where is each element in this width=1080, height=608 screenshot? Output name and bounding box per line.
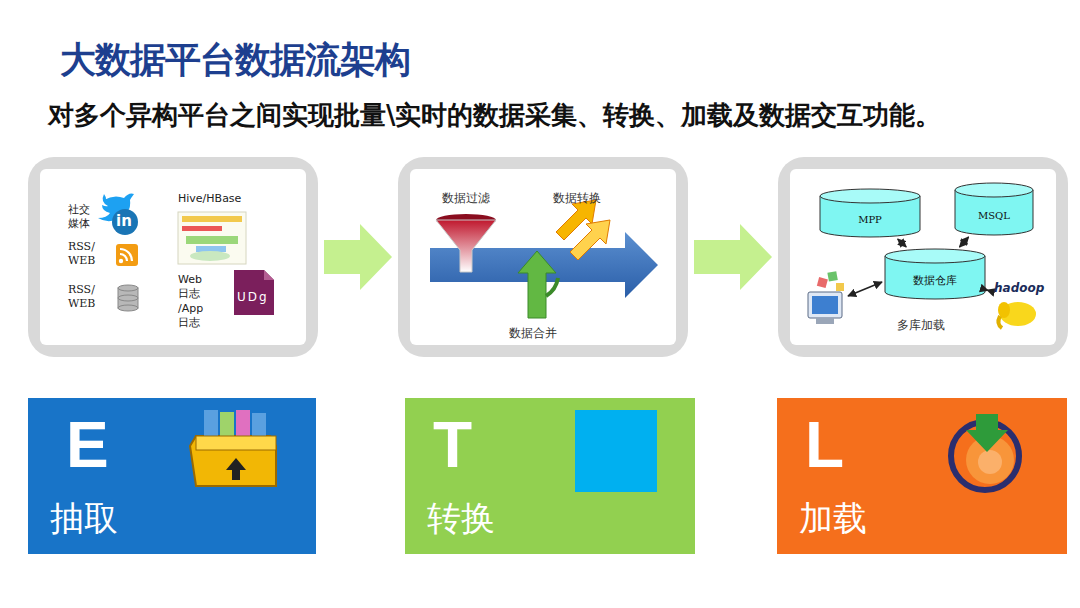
node-text: 抽取 — [50, 496, 118, 542]
subtitle: 对多个异构平台之间实现批量\实时的数据采集、转换、加载及数据交互功能。 — [48, 98, 942, 133]
node-text: 多库加载 — [897, 317, 945, 334]
node-text: 数据过滤 — [442, 190, 490, 207]
icon-text: UDg — [237, 290, 269, 304]
text-slot: RSS/ WEB — [68, 240, 95, 268]
text-slot: 抽取 — [50, 496, 118, 542]
text-slot: RSS/ WEB — [68, 283, 95, 311]
text-slot: E — [66, 408, 109, 482]
node-text: 数据合并 — [509, 325, 557, 342]
database-cylinder: MPP — [820, 189, 920, 237]
hadoop-logo: hadoop — [990, 279, 1054, 323]
text-slot: 社交媒体 — [68, 203, 91, 231]
connector-arrow — [987, 289, 988, 291]
node-text: 社交媒体 — [68, 203, 91, 231]
node-text: 转换 — [427, 496, 495, 542]
database-cylinder: MSQL — [955, 183, 1033, 235]
node-text: RSS/ WEB — [68, 240, 95, 268]
source-panel: 社交媒体 RSS/ WEB RSS/ WEB Hive/HBaseWeb日志 /App… — [28, 157, 318, 357]
node-text: MSQL — [978, 210, 1010, 221]
text-slot: T — [433, 408, 472, 482]
load-panel: 多库加载 MPP MSQL 数据仓库 hadoop — [778, 157, 1068, 357]
flow-arrow — [694, 224, 772, 290]
node-text: 加载 — [799, 496, 867, 542]
text-slot: 数据过滤 — [442, 190, 490, 207]
text-slot: UDg — [237, 290, 269, 304]
transform-panel: 数据过滤 数据转换数据合并 — [398, 157, 688, 357]
icon-text: in — [116, 212, 132, 230]
text-slot: 对多个异构平台之间实现批量\实时的数据采集、转换、加载及数据交互功能。 — [48, 98, 942, 133]
text-slot: hadoop — [994, 281, 1044, 295]
node-text: RSS/ WEB — [68, 283, 95, 311]
node-text: 数据转换 — [553, 190, 601, 207]
text-slot: 数据合并 — [509, 325, 557, 342]
text-slot: 大数据平台数据流架构 — [60, 36, 410, 85]
node-text: MPP — [858, 214, 882, 225]
text-slot: L — [805, 408, 844, 482]
etl-stage-box: E 抽取 — [28, 398, 316, 554]
text-slot: in — [116, 212, 132, 230]
text-slot: Web日志 /App日志 — [178, 273, 203, 330]
node-text: 数据仓库 — [913, 273, 957, 288]
text-slot: 转换 — [427, 496, 495, 542]
node-text: hadoop — [994, 281, 1044, 295]
connector-arrow — [960, 237, 969, 247]
database-cylinder: 数据仓库 — [885, 249, 985, 299]
node-text: E — [66, 408, 109, 482]
text-slot: 多库加载 — [897, 317, 945, 334]
text-slot: 加载 — [799, 496, 867, 542]
node-text: L — [805, 408, 844, 482]
etl-stage-box: L 加载 — [777, 398, 1067, 554]
node-text: Web日志 /App日志 — [178, 273, 203, 330]
etl-stage-box: T 转换 — [405, 398, 695, 554]
node-text: Hive/HBase — [178, 192, 241, 205]
connector-arrow — [898, 239, 907, 247]
page-title: 大数据平台数据流架构 — [60, 36, 410, 85]
flow-arrow — [324, 224, 392, 290]
text-slot: 数据转换 — [553, 190, 601, 207]
node-text: T — [433, 408, 472, 482]
text-slot: Hive/HBase — [178, 192, 241, 205]
